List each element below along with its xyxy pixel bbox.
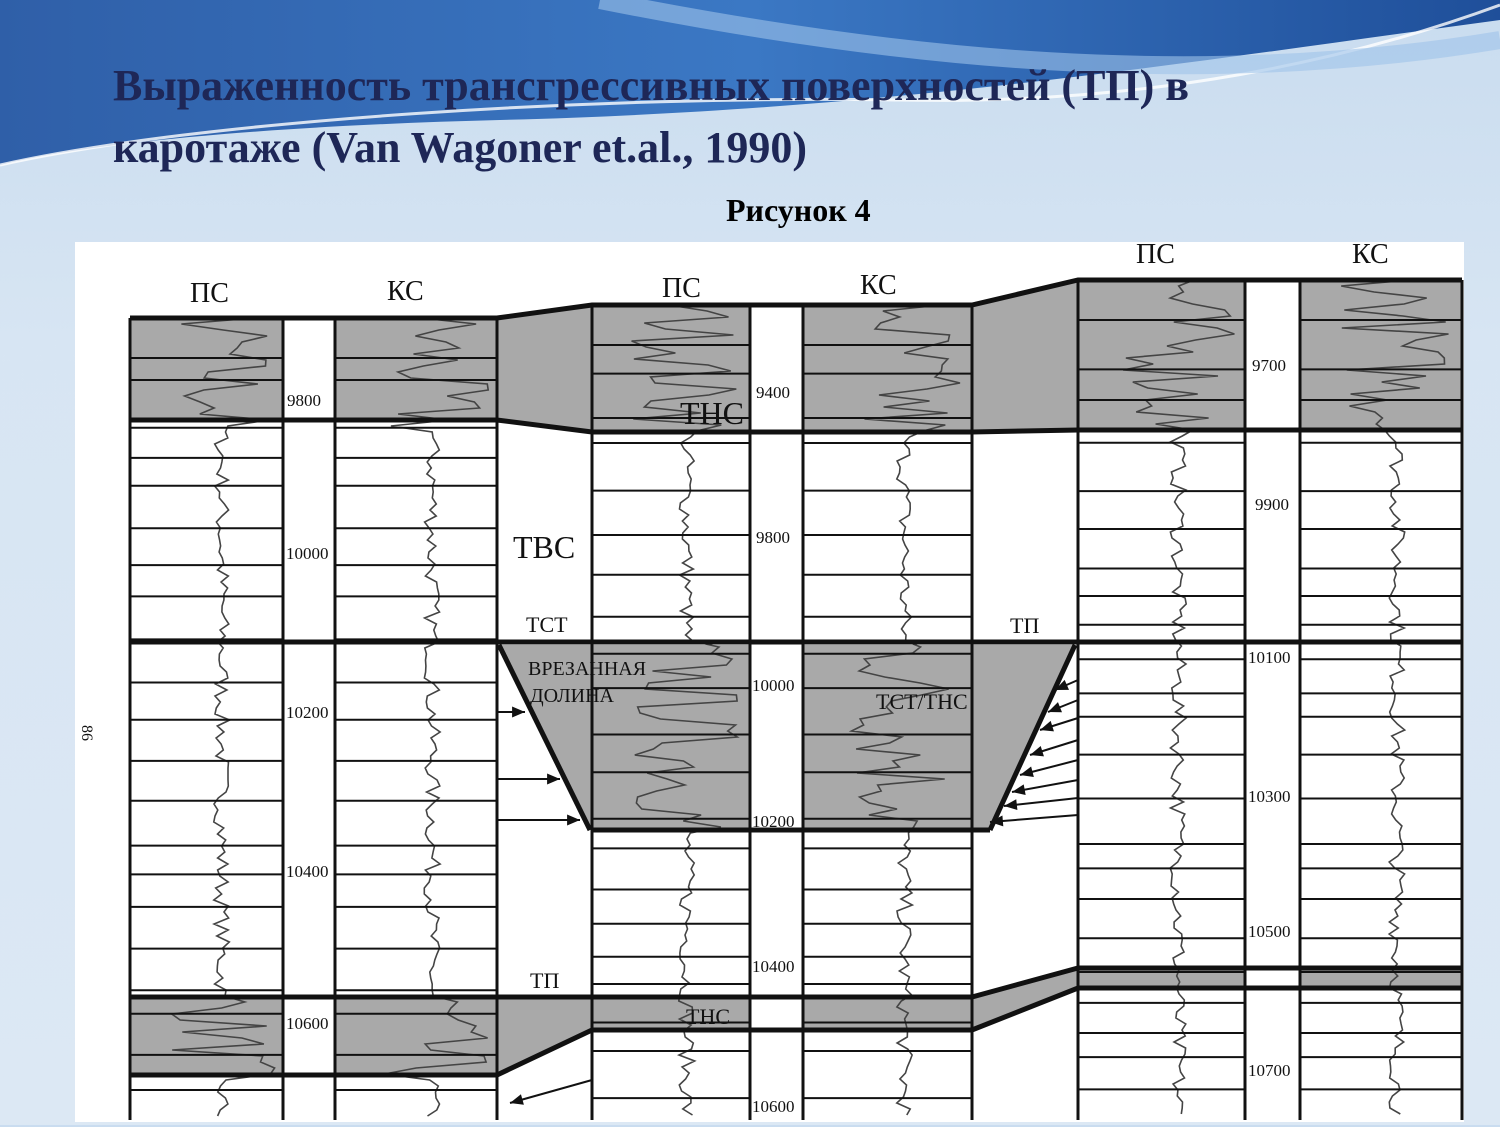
- log-curve: [848, 304, 961, 1116]
- correlation-surface: [130, 965, 1462, 1000]
- depth-label: 10700: [1248, 1061, 1291, 1080]
- depth-label: 10100: [1248, 648, 1291, 667]
- well-log-correlation-diagram: 86 ПС КС ПС КС ПС КС 9800 10000 10200 10…: [78, 239, 1464, 1120]
- log-curve: [169, 317, 276, 1117]
- depth-label: 10500: [1248, 922, 1291, 941]
- figure-caption: Рисунок 4: [726, 192, 871, 228]
- depth-label: 9400: [756, 383, 790, 402]
- arrow-head-icon: [512, 706, 525, 718]
- depth-column: [1245, 280, 1300, 1120]
- arrow-head-icon: [1020, 766, 1034, 778]
- depth-column: [283, 318, 335, 1118]
- well1-ks-header: КС: [387, 276, 424, 307]
- depth-label: 9800: [756, 528, 790, 547]
- arrow-head-icon: [1004, 799, 1018, 811]
- log-curves: [169, 279, 1449, 1117]
- header-swoosh-decoration: [0, 0, 1500, 167]
- annotation-thc-bottom: ТНС: [686, 1004, 730, 1029]
- side-label: 86: [78, 725, 95, 741]
- arrow-head-icon: [1012, 784, 1026, 796]
- arrow-head-icon: [990, 815, 1004, 827]
- annotation-valley-2: ДОЛИНА: [530, 685, 615, 707]
- annotation-thc-top: ТНС: [680, 395, 744, 431]
- diagram-labels: 86 ПС КС ПС КС ПС КС 9800 10000 10200 10…: [78, 239, 1389, 1116]
- arrow-head-icon: [547, 773, 560, 785]
- well2-ks-header: КС: [860, 270, 897, 301]
- valley-wall-left: [496, 643, 593, 832]
- depth-label: 10400: [286, 862, 329, 881]
- correlation-lines: [128, 277, 1464, 1120]
- onlap-arrow: [509, 1079, 593, 1104]
- well-log-diagram-panel: 86 ПС КС ПС КС ПС КС 9800 10000 10200 10…: [75, 239, 1464, 1122]
- arrow-head-icon: [1055, 679, 1069, 690]
- depth-label: 9900: [1255, 495, 1289, 514]
- annotation-tbc: ТВС: [513, 529, 575, 565]
- annotation-tct-thc: ТСТ/ТНС: [876, 689, 968, 714]
- arrow-head-icon: [510, 1094, 524, 1105]
- well3-ps-header: ПС: [1136, 242, 1175, 270]
- depth-label: 10600: [752, 1097, 795, 1116]
- shaded-interval: [972, 968, 1078, 1030]
- shaded-interval: [972, 280, 1078, 432]
- arrow-head-icon: [567, 814, 580, 826]
- log-curve: [1122, 279, 1235, 1115]
- depth-label: 10400: [752, 957, 795, 976]
- annotation-valley-1: ВРЕЗАННАЯ: [528, 658, 646, 680]
- shaded-interval: [497, 305, 592, 432]
- depth-label: 10200: [752, 812, 795, 831]
- title-line-2: каротаже (Van Wagoner et.al., 1990): [113, 123, 808, 172]
- correlation-surface: [130, 417, 1462, 435]
- depth-label: 10000: [286, 544, 329, 563]
- onlap-arrow: [989, 814, 1079, 823]
- valley-wall-right: [987, 643, 1078, 832]
- well2-ps-header: ПС: [662, 273, 701, 304]
- annotation-tp-right: ТП: [1010, 613, 1039, 638]
- depth-label: 9700: [1252, 356, 1286, 375]
- depth-label: 9800: [287, 391, 321, 410]
- title-line-1: Выраженность трансгрессивных поверхносте…: [113, 61, 1190, 110]
- log-curve: [384, 317, 490, 1117]
- slide-title: Выраженность трансгрессивных поверхносте…: [113, 55, 1413, 179]
- shaded-intervals: [130, 280, 1462, 1120]
- arrow-head-icon: [1048, 702, 1062, 713]
- depth-label: 10000: [752, 676, 795, 695]
- well3-ks-header: КС: [1352, 242, 1389, 270]
- depth-label: 10300: [1248, 787, 1291, 806]
- arrow-head-icon: [1040, 720, 1054, 732]
- well1-ps-header: ПС: [190, 278, 229, 309]
- depth-column: [750, 305, 803, 1120]
- annotation-tct: ТСТ: [526, 612, 568, 637]
- depth-label: 10600: [286, 1014, 329, 1033]
- arrow-head-icon: [1030, 745, 1044, 757]
- depth-label: 10200: [286, 703, 329, 722]
- correlation-surface: [130, 277, 1462, 321]
- log-curve: [631, 304, 740, 1116]
- shaded-interval: [497, 997, 592, 1075]
- correlation-surface: [130, 985, 1462, 1078]
- annotation-tp-left: ТП: [530, 968, 559, 993]
- log-curve: [1341, 279, 1449, 1115]
